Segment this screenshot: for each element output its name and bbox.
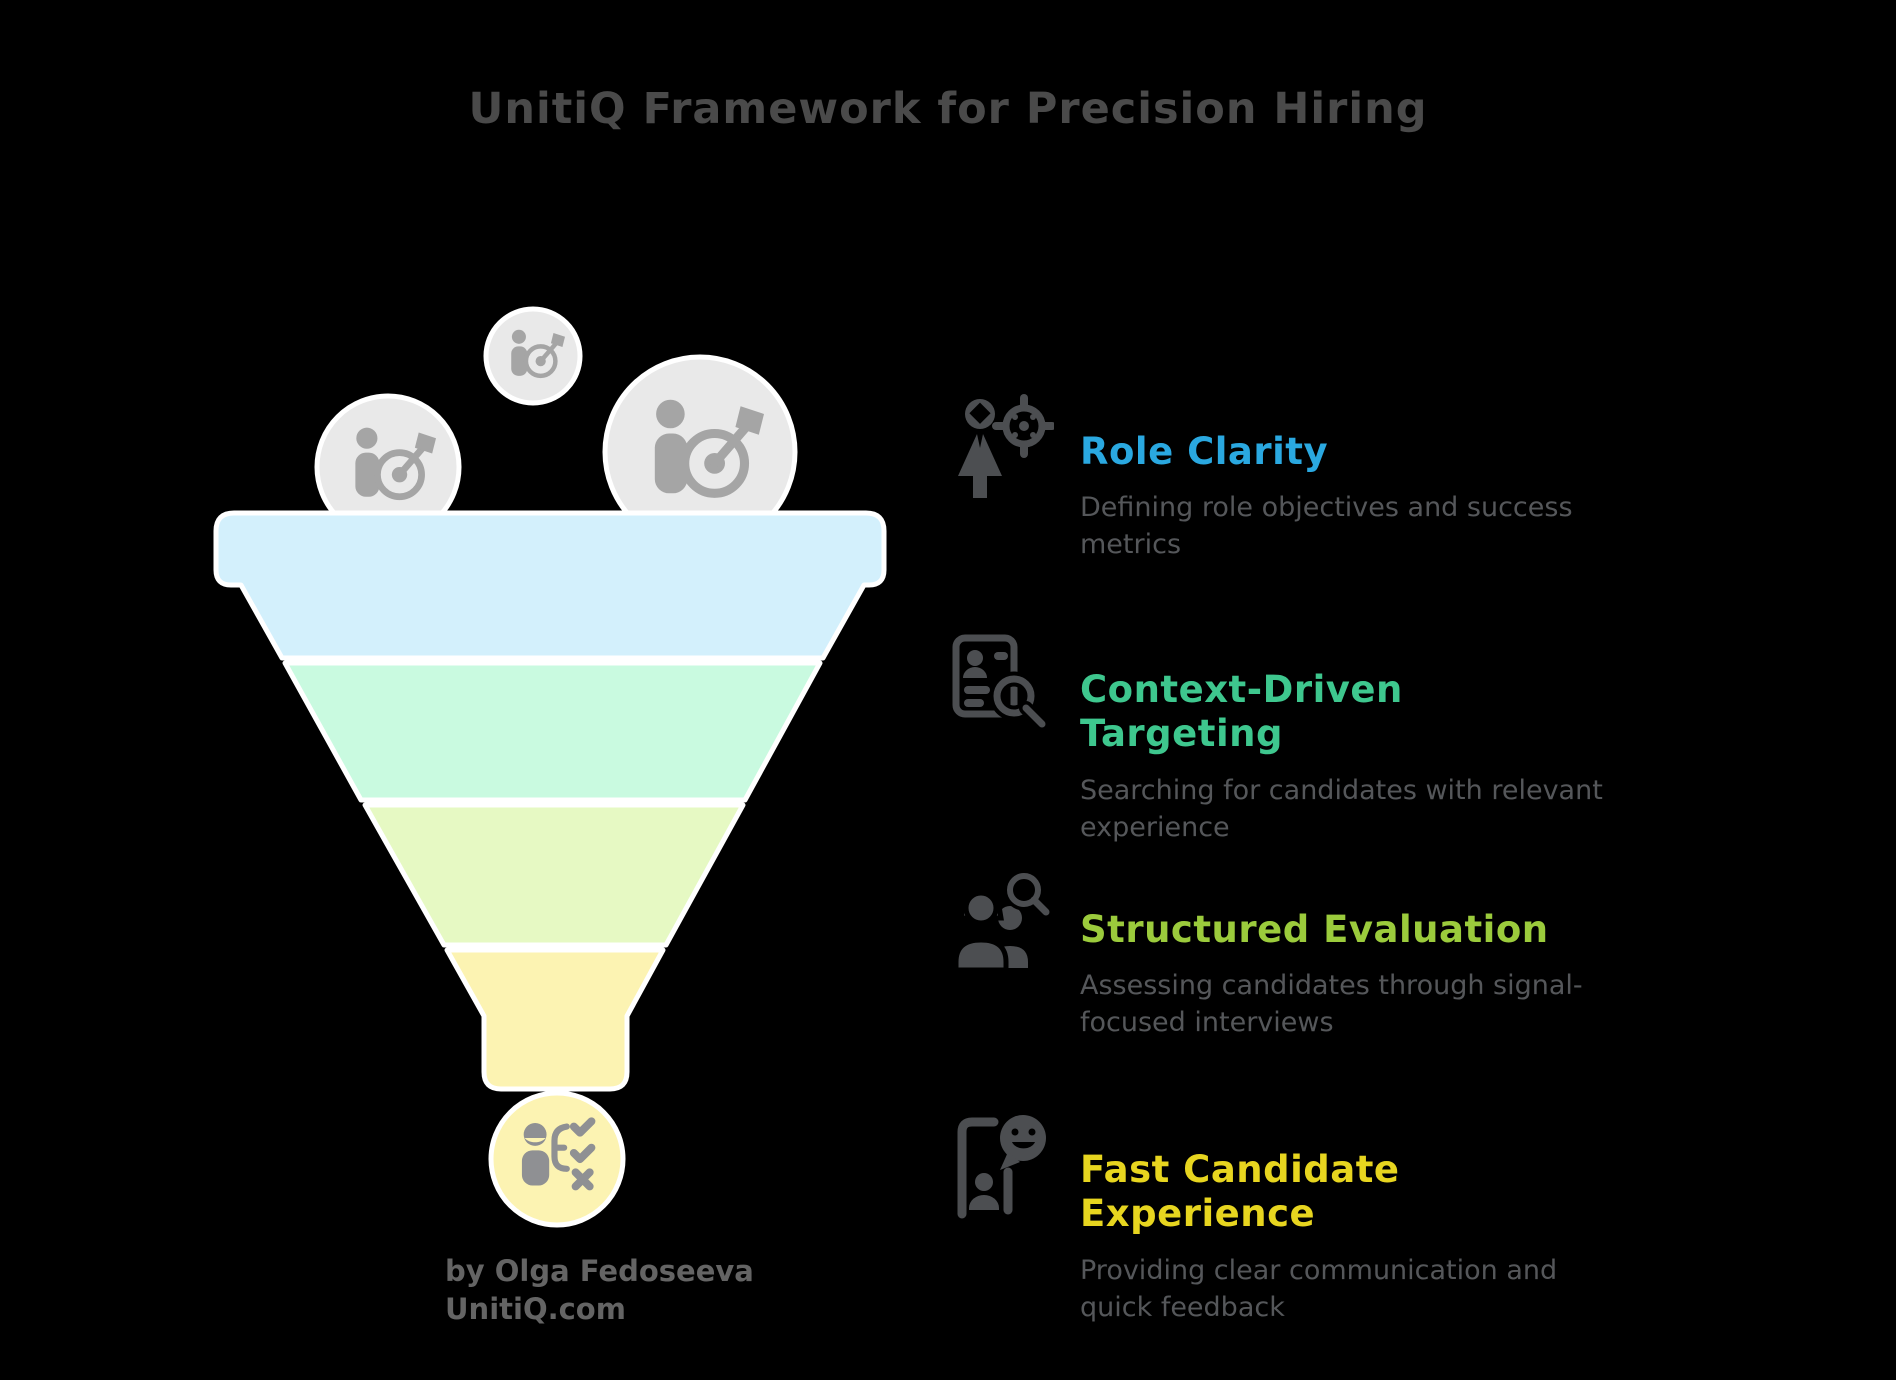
- section-fast-candidate-experience: Fast Candidate Experience Providing clea…: [950, 1106, 1610, 1327]
- section-role-clarity: Role Clarity Defining role objectives an…: [950, 388, 1610, 564]
- funnel-stage-1: [213, 510, 887, 661]
- page-title: UnitiQ Framework for Precision Hiring: [468, 84, 1428, 134]
- hiring-funnel-graphic: [213, 306, 887, 1228]
- author-byline: by Olga Fedoseeva UnitiQ.com: [445, 1254, 754, 1327]
- phone-chat-icon: [957, 1115, 1046, 1219]
- funnel-stage-4: [444, 947, 666, 1092]
- section-description: Searching for candidates with relevant e…: [1080, 774, 1603, 843]
- section-description: Providing clear communication and quick …: [1080, 1254, 1558, 1323]
- section-title: Role Clarity: [1080, 430, 1329, 473]
- section-description: Assessing candidates through signal- foc…: [1080, 970, 1583, 1039]
- section-title: Fast Candidate Experience: [1080, 1148, 1400, 1236]
- section-title: Context-Driven Targeting: [1080, 668, 1403, 756]
- section-structured-evaluation: Structured Evaluation Assessing candidat…: [950, 866, 1610, 1042]
- people-search-icon: [953, 870, 1050, 973]
- funnel: [213, 510, 887, 1092]
- candidate-bubbles: [314, 306, 798, 550]
- person-crosshair-icon: [958, 394, 1054, 498]
- resume-search-icon: [952, 634, 1049, 731]
- funnel-stage-2: [282, 660, 823, 803]
- section-context-driven-targeting: Context-Driven Targeting Searching for c…: [950, 626, 1610, 847]
- candidate-bubble: [483, 306, 583, 406]
- funnel-stage-3: [362, 802, 746, 948]
- section-description: Defining role objectives and success met…: [1080, 492, 1573, 561]
- section-title: Structured Evaluation: [1080, 908, 1549, 951]
